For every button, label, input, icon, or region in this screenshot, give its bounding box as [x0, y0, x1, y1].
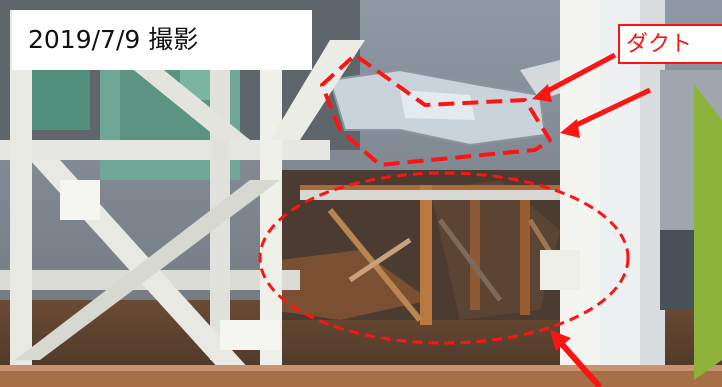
red-arrow-icon	[550, 330, 603, 387]
red-arrow-icon	[560, 87, 652, 138]
photo-date-caption: 2019/7/9 撮影	[12, 10, 312, 70]
red-arrow-icon	[532, 52, 617, 102]
duct-callout-label: ダクト	[618, 24, 722, 64]
debris-highlight-ellipse	[258, 171, 630, 345]
duct-highlight-outline	[320, 53, 552, 167]
green-arrow-icon	[694, 84, 722, 380]
